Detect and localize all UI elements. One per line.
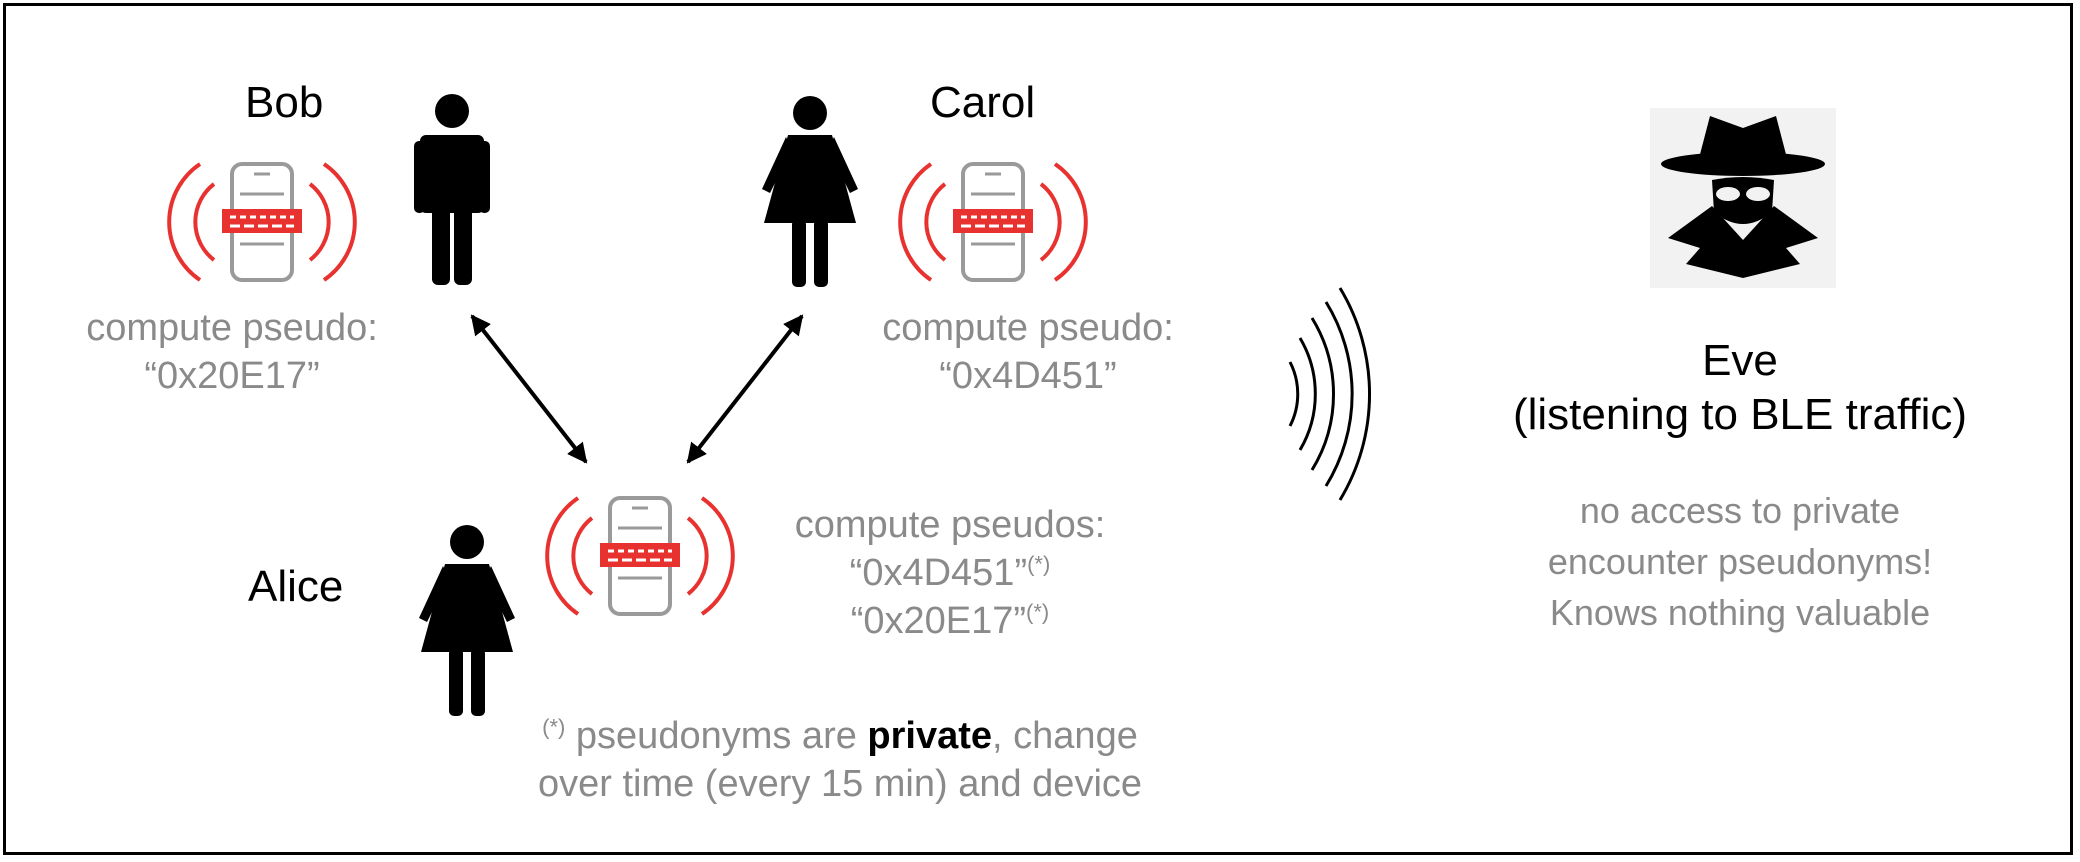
carol-alice-double-arrow-icon <box>686 314 804 464</box>
carol-compute-text: compute pseudo: <box>882 307 1174 349</box>
bob-compute-label: compute pseudo: “0x20E17” <box>62 304 402 400</box>
bob-man-icon <box>414 94 490 285</box>
radio-waves-icon <box>1288 287 1371 501</box>
alice-compute-text: compute pseudos: <box>794 504 1106 546</box>
carol-phone-signal-icon <box>898 162 1088 282</box>
diagram-frame <box>3 3 2073 855</box>
bob-name: Bob <box>245 78 324 127</box>
bob-compute-text: compute pseudo: <box>86 307 378 349</box>
alice-name: Alice <box>248 562 344 611</box>
bob-phone-signal-icon <box>167 162 357 282</box>
bob-pseudo: “0x20E17” <box>144 355 320 397</box>
footnote-emphasis: private <box>867 715 993 757</box>
footnote-line-1: (*) pseudonyms are private, change <box>542 714 1138 757</box>
alice-compute-label: compute pseudos: “0x4D451”(*) “0x20E17”(… <box>770 501 1130 645</box>
eve-name: Eve <box>1702 336 1778 385</box>
spy-icon <box>1650 108 1836 288</box>
eve-notes: no access to private encounter pseudonym… <box>1480 485 2000 638</box>
alice-pseudo-2: “0x20E17”(*) <box>850 599 1050 642</box>
carol-woman-icon <box>762 96 858 287</box>
eve-note-2: encounter pseudonyms! <box>1547 541 1933 582</box>
carol-name: Carol <box>930 78 1036 127</box>
eve-role: (listening to BLE traffic) <box>1512 390 1968 439</box>
footnote-line-2: over time (every 15 min) and device <box>537 763 1143 805</box>
alice-pseudo-1: “0x4D451”(*) <box>849 551 1051 594</box>
alice-woman-icon <box>419 525 515 716</box>
eve-note-1: no access to private <box>1579 490 1901 531</box>
bob-alice-double-arrow-icon <box>470 314 588 464</box>
eve-label: Eve (listening to BLE traffic) <box>1480 334 2000 442</box>
carol-pseudo: “0x4D451” <box>939 355 1117 397</box>
footnote-marker: (*) <box>542 714 566 740</box>
eve-note-3: Knows nothing valuable <box>1549 592 1931 633</box>
carol-compute-label: compute pseudo: “0x4D451” <box>858 304 1198 400</box>
alice-phone-signal-icon <box>545 496 735 616</box>
footnote: (*) pseudonyms are private, change over … <box>490 712 1190 808</box>
